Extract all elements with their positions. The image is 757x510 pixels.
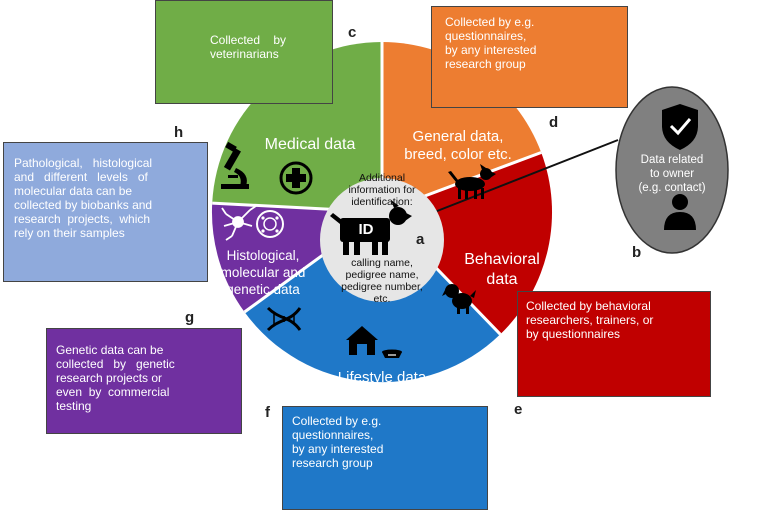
dna-icon (266, 306, 302, 332)
label-d: d (549, 114, 559, 131)
label-f: f (265, 404, 270, 421)
segment-general (382, 42, 542, 212)
id-badge-label: ID (358, 221, 374, 238)
segment-general-label: General data, breed, color etc. (404, 128, 512, 163)
box-d-text: Collected by e.g. questionnaires, by any… (445, 15, 537, 71)
shield-check-icon (662, 104, 698, 150)
segment-lifestyle-label: Lifestyle data (337, 369, 427, 386)
puppy-icon (442, 284, 476, 314)
microscope-icon (221, 141, 249, 189)
segment-medical (212, 41, 382, 212)
segment-behavioral-label: Behavioral data (464, 251, 540, 288)
label-b: b (632, 244, 642, 261)
segment-histological-label: Histological, molecular and genetic data (220, 248, 306, 297)
owner-circle (615, 86, 729, 254)
person-icon (664, 194, 696, 230)
box-e-text: Collected by behavioral researchers, tra… (526, 299, 654, 341)
center-list-text: calling name, pedigree name, pedigree nu… (341, 257, 423, 305)
label-h: h (174, 124, 184, 141)
box-h-text: Pathological, histological and different… (14, 156, 153, 240)
box-h-biobanks (3, 142, 208, 282)
box-f-questionnaires (282, 406, 488, 510)
box-f-text: Collected by e.g. questionnaires, by any… (292, 414, 384, 470)
owner-text: Data related to owner (e.g. contact) (638, 154, 706, 194)
box-c-text: Collected by veterinarians (210, 33, 287, 61)
dog-icon (448, 164, 496, 199)
label-e: e (514, 401, 523, 418)
owner-connector-line (431, 139, 619, 214)
dog-house-icon (346, 326, 378, 355)
box-d-questionnaires (431, 6, 628, 108)
dog-bowl-icon (382, 349, 402, 358)
label-a: a (416, 231, 425, 248)
segment-medical-label: Medical data (264, 136, 356, 153)
medical-cross-icon (279, 161, 313, 195)
box-g-genetic-research (46, 328, 242, 434)
neuron-icon (221, 205, 257, 241)
cell-icon (256, 210, 284, 238)
label-c: c (348, 24, 357, 41)
box-g-text: Genetic data can be collected by genetic… (56, 343, 175, 413)
box-e-behavioral-researchers (517, 291, 711, 397)
label-g: g (185, 309, 195, 326)
center-intro-text: Additional information for identificatio… (348, 172, 416, 208)
box-c-veterinarians (155, 0, 333, 104)
id-dog-icon (330, 200, 412, 255)
